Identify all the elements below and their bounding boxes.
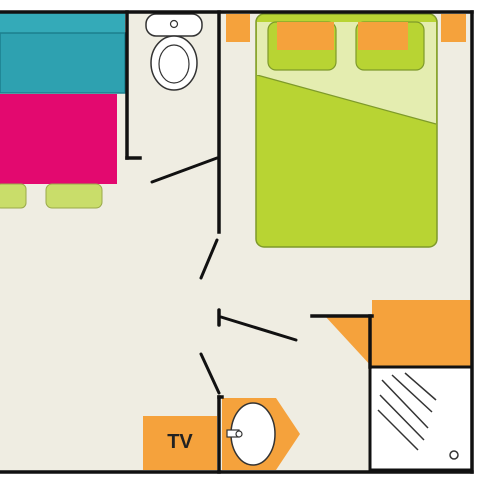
bathroom-door-left <box>199 352 221 395</box>
dining-table <box>0 94 117 184</box>
tv-cabinet <box>143 416 217 470</box>
chair-right <box>45 183 103 209</box>
wardrobe-door <box>325 316 372 367</box>
wardrobe <box>372 300 472 367</box>
shower-icon <box>368 365 474 472</box>
chair-left <box>0 183 27 209</box>
doors <box>150 156 298 395</box>
bathroom-door-right <box>219 315 298 342</box>
sofa-back <box>0 12 125 34</box>
toilet-icon <box>145 13 203 91</box>
sofa-seat <box>0 32 126 94</box>
bedroom-door <box>199 238 219 280</box>
walls <box>0 10 474 474</box>
double-bed-icon <box>226 13 466 248</box>
toilet-door <box>150 156 219 184</box>
sink-icon <box>222 398 300 470</box>
